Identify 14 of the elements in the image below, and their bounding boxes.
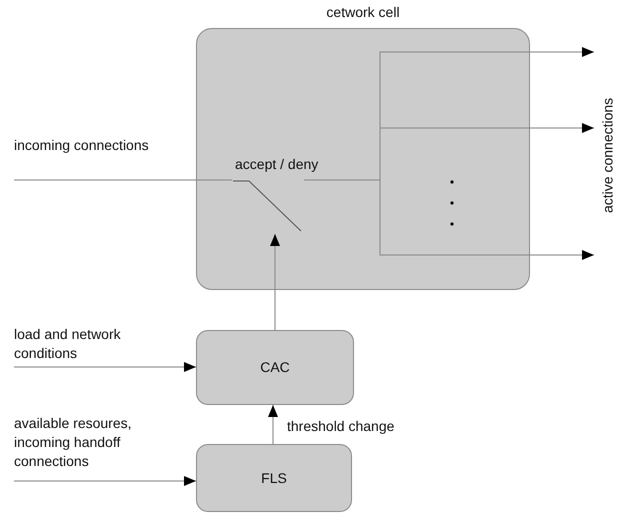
output-label: active connections: [598, 97, 616, 213]
connector-arrow: [270, 234, 280, 330]
connector-arrow: [14, 476, 196, 486]
input-label: incoming connections: [14, 136, 150, 155]
switch-label: accept / deny: [235, 155, 318, 174]
connector-arrow: [14, 362, 196, 372]
box-label: FLS: [261, 468, 287, 488]
box-label: CAC: [260, 358, 290, 377]
process-box: [196, 444, 352, 512]
input-label: available resoures, incoming handoff connections: [14, 414, 133, 471]
input-label: load and network conditions: [14, 325, 122, 363]
box-label: cetwork cell: [325, 3, 401, 22]
process-box: [196, 330, 354, 405]
connector-arrow: [268, 404, 278, 444]
